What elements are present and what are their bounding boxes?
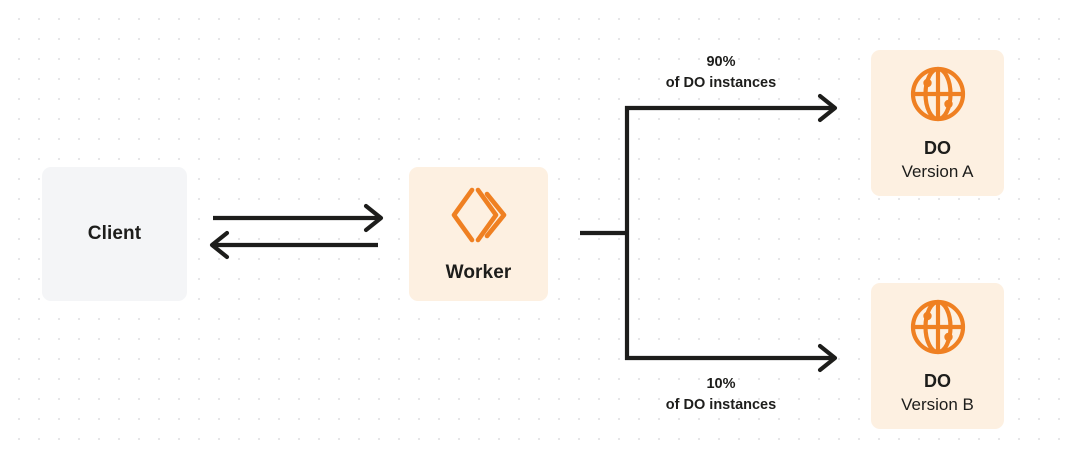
node-do-b-label: DO (924, 370, 951, 391)
node-do-b: DO Version B (871, 283, 1004, 429)
durable-object-globe-icon (908, 64, 968, 124)
node-do-a-label: DO (924, 137, 951, 158)
edge-label-do-b-percent: 10% (706, 376, 736, 392)
node-do-a: DO Version A (871, 50, 1004, 196)
arrow-client-to-worker (213, 203, 384, 233)
connector-worker-branch (580, 106, 630, 360)
cloudflare-workers-icon (448, 184, 510, 246)
node-client-label: Client (87, 223, 142, 245)
arrow-branch-to-do-a (625, 93, 838, 123)
edge-label-do-a-caption: of DO instances (665, 74, 777, 91)
edge-label-do-a: 90% of DO instances (629, 52, 813, 93)
node-client: Client (42, 167, 187, 301)
node-worker-label: Worker (445, 262, 512, 284)
edge-label-do-b: 10% of DO instances (629, 374, 813, 415)
edge-label-do-a-percent: 90% (706, 54, 736, 70)
arrow-branch-to-do-b (625, 343, 838, 373)
edge-label-do-b-caption: of DO instances (665, 396, 777, 413)
arrow-worker-to-client (209, 230, 378, 260)
node-worker: Worker (409, 167, 548, 301)
node-do-b-sublabel: Version B (901, 395, 974, 415)
node-do-a-sublabel: Version A (901, 162, 974, 182)
durable-object-globe-icon (908, 297, 968, 357)
